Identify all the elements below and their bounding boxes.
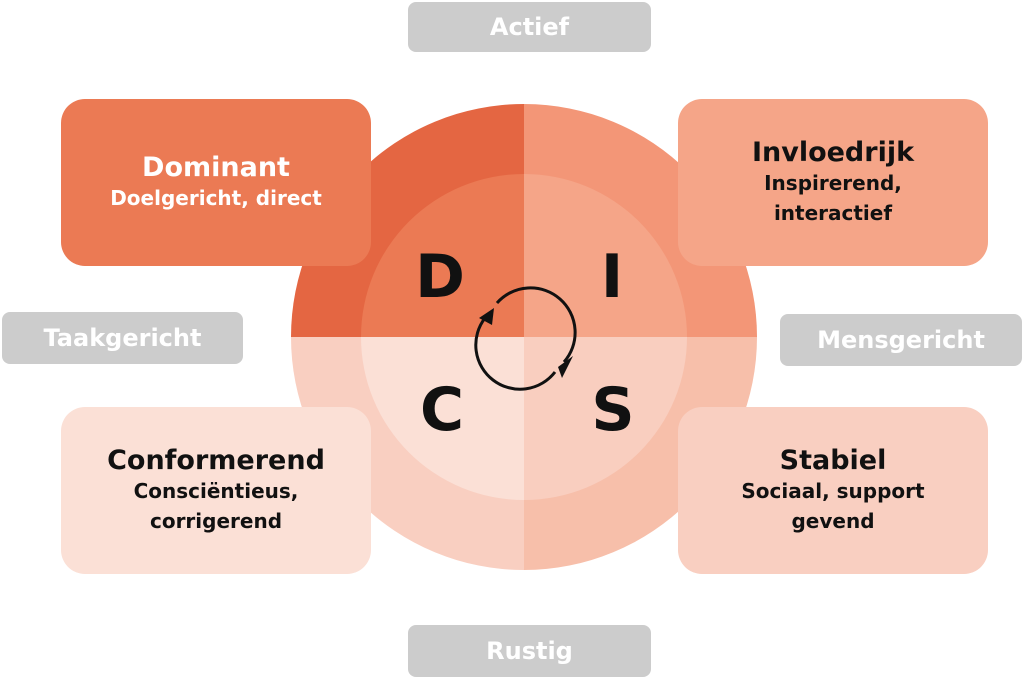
box-subtitle: Inspirerend, interactief (764, 171, 902, 225)
letter-d: D (415, 242, 465, 312)
cycle-arrows-icon (474, 286, 577, 391)
axis-label-actief: Actief (408, 2, 651, 52)
axis-label-rustig: Rustig (408, 625, 651, 677)
axis-label-mensgericht: Mensgericht (780, 314, 1022, 366)
box-subtitle: Consciëntieus, corrigerend (133, 479, 299, 533)
box-title: Dominant (142, 152, 290, 183)
box-dominant: Dominant Doelgericht, direct (61, 99, 371, 266)
box-invloedrijk: Invloedrijk Inspirerend, interactief (678, 99, 988, 266)
letter-c: C (420, 375, 464, 445)
box-subtitle: Sociaal, support gevend (741, 479, 925, 533)
box-conformerend: Conformerend Consciëntieus, corrigerend (61, 407, 371, 574)
box-subtitle: Doelgericht, direct (110, 186, 322, 210)
box-title: Invloedrijk (751, 137, 915, 168)
quadrant-c-inner (361, 337, 524, 500)
letter-i: I (601, 242, 623, 312)
quadrant-i-inner (524, 174, 687, 337)
letter-s: S (591, 375, 634, 445)
box-stabiel: Stabiel Sociaal, support gevend (678, 407, 988, 574)
quadrant-s-inner (524, 337, 687, 500)
box-title: Conformerend (107, 445, 325, 476)
box-title: Stabiel (779, 445, 887, 476)
axis-label-taakgericht: Taakgericht (2, 312, 243, 364)
quadrant-d-inner (361, 174, 524, 337)
